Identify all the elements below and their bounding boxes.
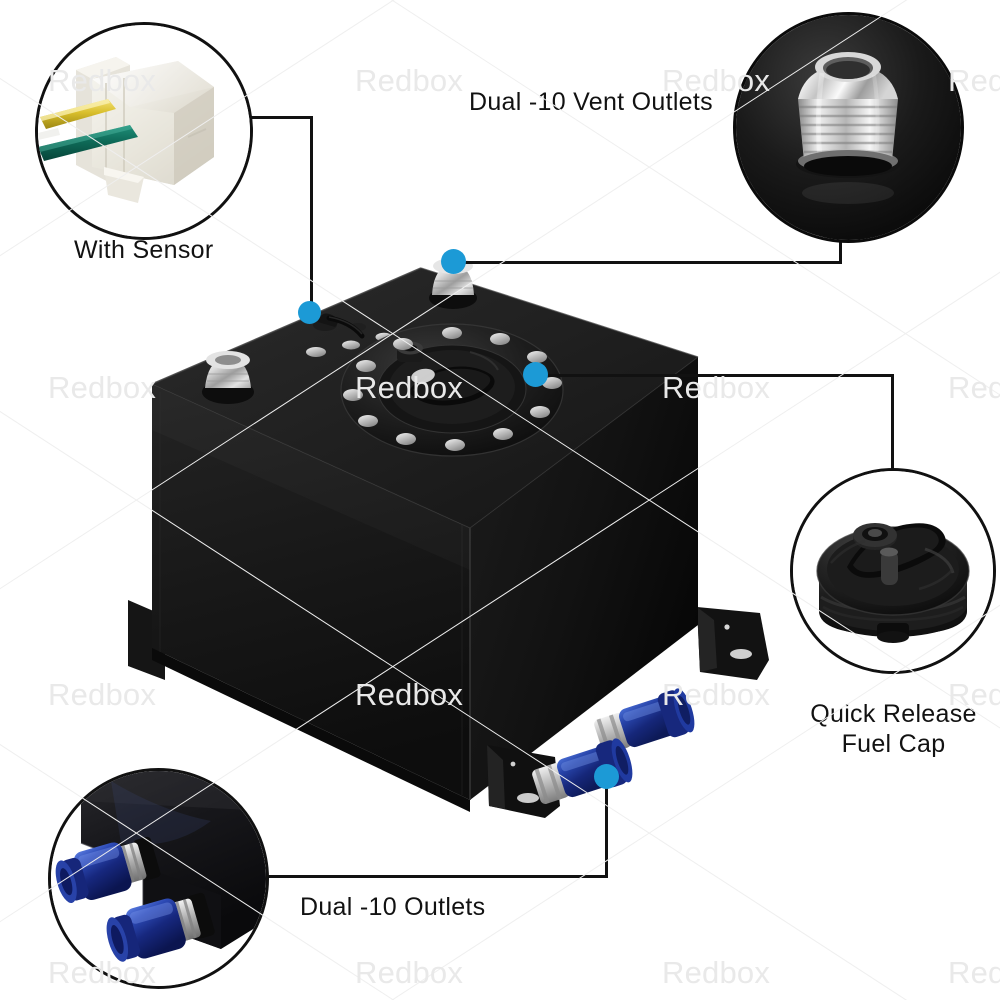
leader-sensor-vertical bbox=[310, 116, 313, 314]
mounting-bracket-right bbox=[697, 607, 769, 680]
leader-outlets-vertical bbox=[605, 782, 608, 878]
callout-label-with-sensor: With Sensor bbox=[74, 236, 214, 264]
marker-sensor-dot[interactable] bbox=[298, 301, 321, 324]
callout-label-vent-outlets: Dual -10 Vent Outlets bbox=[469, 88, 713, 116]
leader-fuelcap-vertical bbox=[891, 374, 894, 474]
sensor-connector-icon bbox=[38, 25, 250, 237]
callout-circle-dual-outlets[interactable] bbox=[48, 768, 269, 989]
callout-circle-fuel-cap[interactable] bbox=[790, 468, 996, 674]
leader-outlets-horizontal bbox=[258, 875, 608, 878]
callout-circle-vent-outlets[interactable] bbox=[733, 12, 964, 243]
callout-circle-with-sensor[interactable] bbox=[35, 22, 253, 240]
callout-label-fuel-cap: Quick Release Fuel Cap bbox=[810, 700, 977, 758]
leader-fuelcap-horizontal bbox=[542, 374, 894, 377]
fuel-cap-icon bbox=[793, 471, 993, 671]
leader-sensor-horizontal bbox=[243, 116, 313, 119]
an-vent-fitting-icon bbox=[736, 15, 961, 240]
vent-fitting-left bbox=[202, 351, 254, 404]
callout-label-dual-outlets: Dual -10 Outlets bbox=[300, 893, 486, 921]
marker-outlets-dot[interactable] bbox=[594, 764, 619, 789]
leader-vent-horizontal bbox=[460, 261, 842, 264]
an10-outlet-lower bbox=[532, 738, 633, 805]
marker-vent-dot[interactable] bbox=[441, 249, 466, 274]
marker-fuel-cap-dot[interactable] bbox=[523, 362, 548, 387]
an-outlet-fittings-icon bbox=[51, 771, 266, 986]
quick-release-fuel-cap-assembly bbox=[340, 323, 564, 457]
